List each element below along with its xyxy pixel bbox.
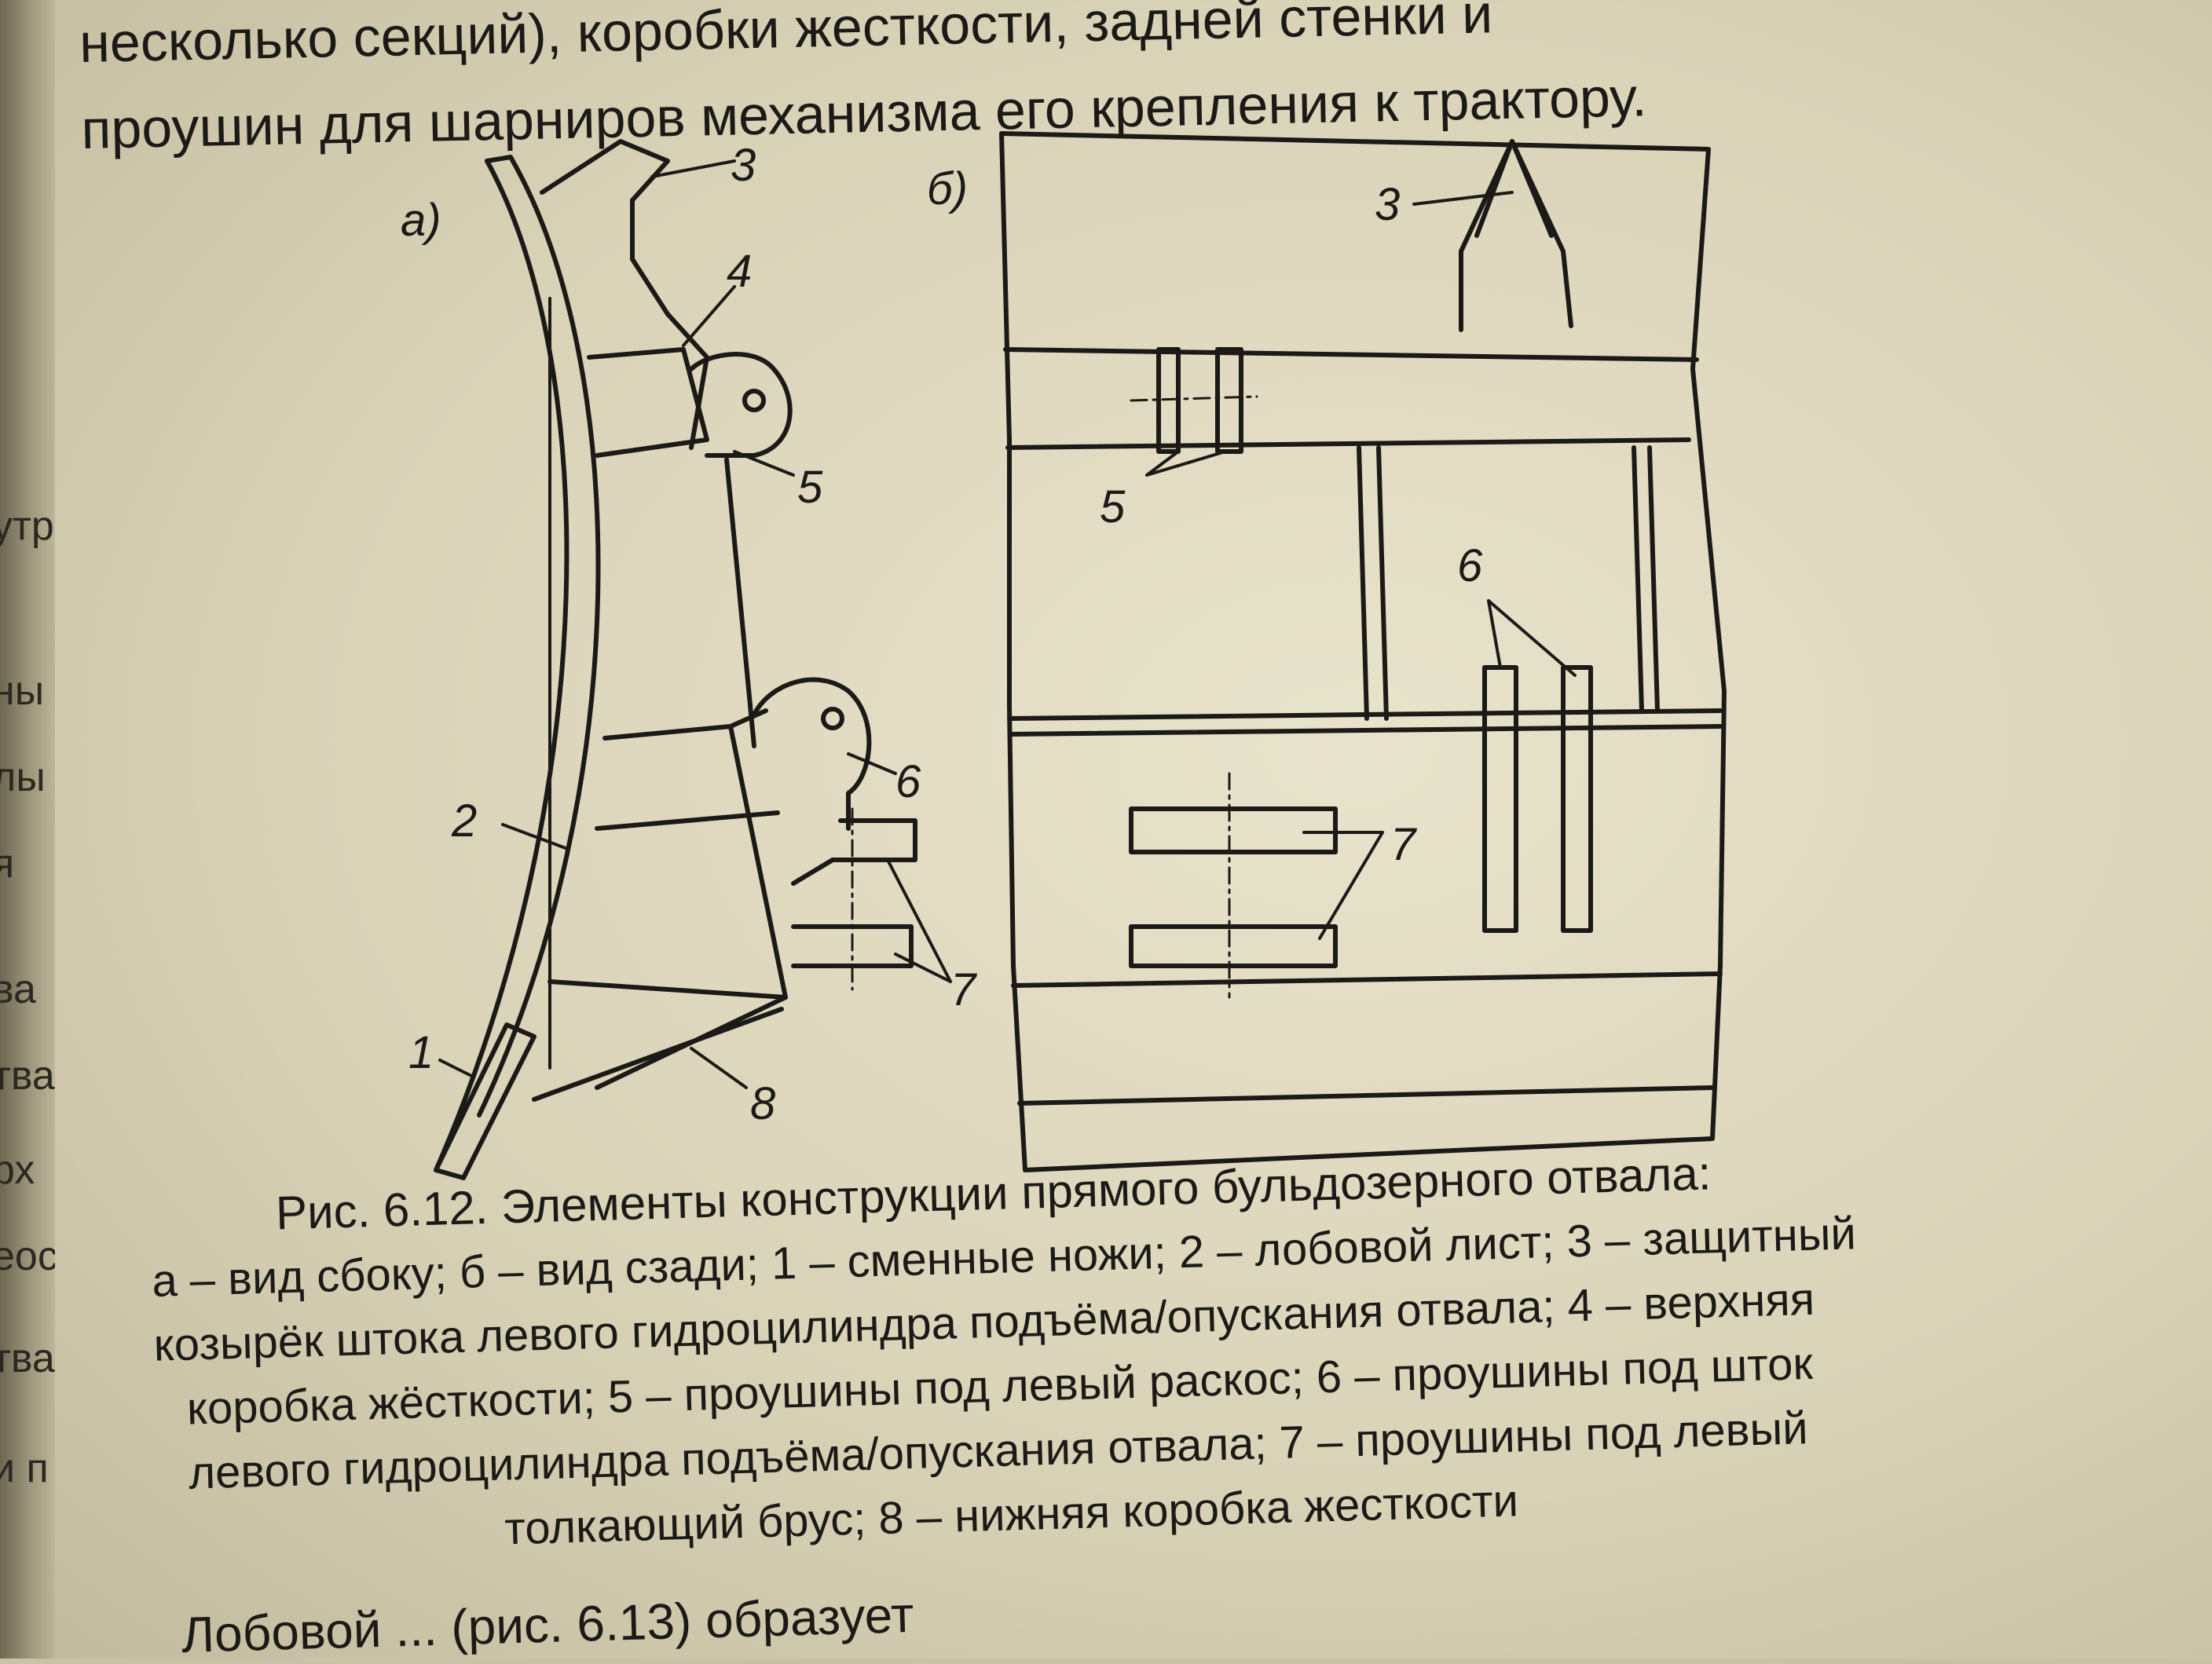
prev-page-fragment: утра bbox=[0, 503, 55, 549]
callout-b-3: 3 bbox=[1375, 179, 1400, 230]
callout-a-7: 7 bbox=[950, 964, 978, 1015]
callout-a-1: 1 bbox=[408, 1027, 434, 1078]
prev-page-fragment: ны bbox=[0, 668, 45, 714]
book-gutter bbox=[0, 0, 55, 1659]
view-label-b: б) bbox=[927, 163, 968, 214]
callout-a-3: 3 bbox=[731, 140, 756, 191]
prev-page-fragment: еос bbox=[0, 1234, 55, 1279]
prev-page-fragment: рх bbox=[0, 1147, 35, 1193]
prev-page-fragment: ва bbox=[0, 967, 36, 1012]
prev-page-fragment: я bbox=[0, 841, 15, 887]
prev-page-fragment: и п bbox=[0, 1446, 49, 1491]
callout-a-4: 4 bbox=[727, 246, 752, 297]
previous-page-edge: утра ны лы я ва тва рх еос тва и п bbox=[0, 0, 55, 1659]
figure-caption: Рис. 6.12. Элементы конструкции прямого … bbox=[118, 1132, 2076, 1572]
view-label-a: а) bbox=[401, 195, 441, 246]
callout-a-2: 2 bbox=[451, 795, 477, 847]
prev-page-fragment: тва bbox=[0, 1336, 55, 1381]
callout-b-6: 6 bbox=[1457, 540, 1483, 591]
side-view-drawing bbox=[434, 139, 952, 1180]
callout-a-5: 5 bbox=[797, 462, 823, 513]
callout-a-8: 8 bbox=[750, 1078, 775, 1129]
callout-b-5: 5 bbox=[1100, 481, 1126, 532]
prev-page-fragment: лы bbox=[0, 755, 46, 800]
prev-page-fragment: тва bbox=[0, 1053, 55, 1099]
callout-a-6: 6 bbox=[895, 756, 921, 807]
callout-b-7: 7 bbox=[1390, 819, 1418, 870]
rear-view-drawing bbox=[999, 131, 1727, 1172]
